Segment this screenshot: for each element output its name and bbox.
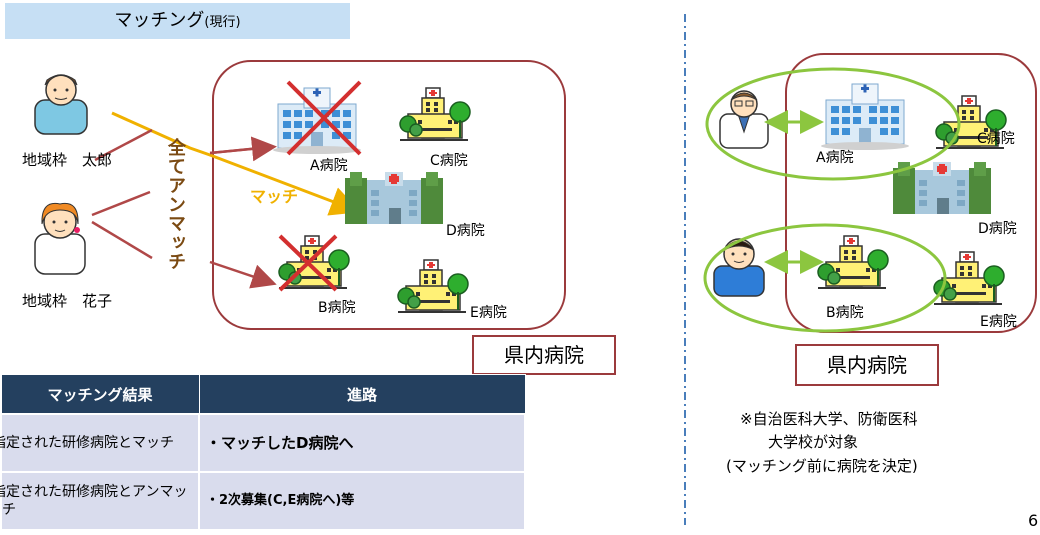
table-header-row: マッチング結果 進路	[0, 374, 526, 415]
title-sub: (現行)	[204, 15, 241, 30]
prefectural-label-left: 県内病院	[472, 335, 616, 375]
table-header-result: マッチング結果	[0, 374, 200, 415]
hospital-e-left-icon	[397, 259, 469, 313]
person-hanako-icon	[34, 202, 86, 275]
prefectural-frame-right	[785, 53, 1037, 333]
hospital-b-right-label: B病院	[826, 305, 864, 321]
prefectural-label-right: 県内病院	[795, 344, 939, 386]
table-cell: 指定された研修病院とアンマッチ	[0, 471, 200, 531]
hospital-d-left-icon	[345, 172, 443, 224]
hanako-lines	[91, 190, 153, 260]
note-line-2: 大学校が対象	[768, 433, 859, 451]
doctor-icon	[719, 90, 769, 149]
title-main: マッチング	[114, 10, 205, 31]
hospital-a-right-label: A病院	[816, 150, 854, 166]
page-number: 6	[1028, 511, 1039, 530]
note-line-1: ※自治医科大学、防衛医科	[740, 410, 918, 428]
person-taro-icon	[34, 74, 88, 135]
hospital-e-right-label: E病院	[980, 314, 1017, 330]
hospital-d-left-label: D病院	[446, 223, 485, 239]
hospital-a-right-icon	[820, 83, 910, 151]
student-icon	[713, 238, 765, 297]
person-hanako-label: 地域枠 花子	[22, 292, 113, 310]
hospital-d-right-label: D病院	[978, 221, 1017, 237]
ring-doctor-a	[705, 67, 961, 181]
hospital-e-left-label: E病院	[470, 305, 507, 321]
table-row: 指定された研修病院とマッチ ・マッチしたD病院へ	[0, 413, 526, 473]
hospital-b-right-icon	[817, 235, 889, 289]
unmatch-arrow-b	[209, 260, 277, 289]
hospital-c-left-label: C病院	[430, 153, 468, 169]
table-cell: ・2次募集(C,E病院へ)等	[198, 471, 526, 531]
match-label: マッチ	[250, 187, 299, 206]
note-line-3: (マッチング前に病院を決定)	[726, 457, 918, 475]
section-title: マッチング(現行)	[5, 3, 350, 39]
table-cell: ・マッチしたD病院へ	[198, 413, 526, 473]
unmatch-arrow-a	[209, 136, 277, 162]
hospital-b-left-label: B病院	[318, 300, 356, 316]
hospital-a-left-label: A病院	[310, 158, 348, 174]
prefectural-frame-left	[212, 60, 566, 330]
hospital-c-right-label: C病院	[977, 131, 1015, 147]
all-unmatch-label: 全てアンマッチ	[165, 138, 186, 271]
table-row: 指定された研修病院とアンマッチ ・2次募集(C,E病院へ)等	[0, 471, 526, 531]
table-cell: 指定された研修病院とマッチ	[0, 413, 200, 473]
matching-result-table: マッチング結果 進路 指定された研修病院とマッチ ・マッチしたD病院へ 指定され…	[0, 374, 526, 531]
hospital-c-left-icon	[399, 87, 471, 141]
table-header-path: 進路	[198, 374, 526, 415]
person-taro-label: 地域枠 太郎	[22, 151, 113, 169]
ring-student-b	[703, 223, 947, 333]
